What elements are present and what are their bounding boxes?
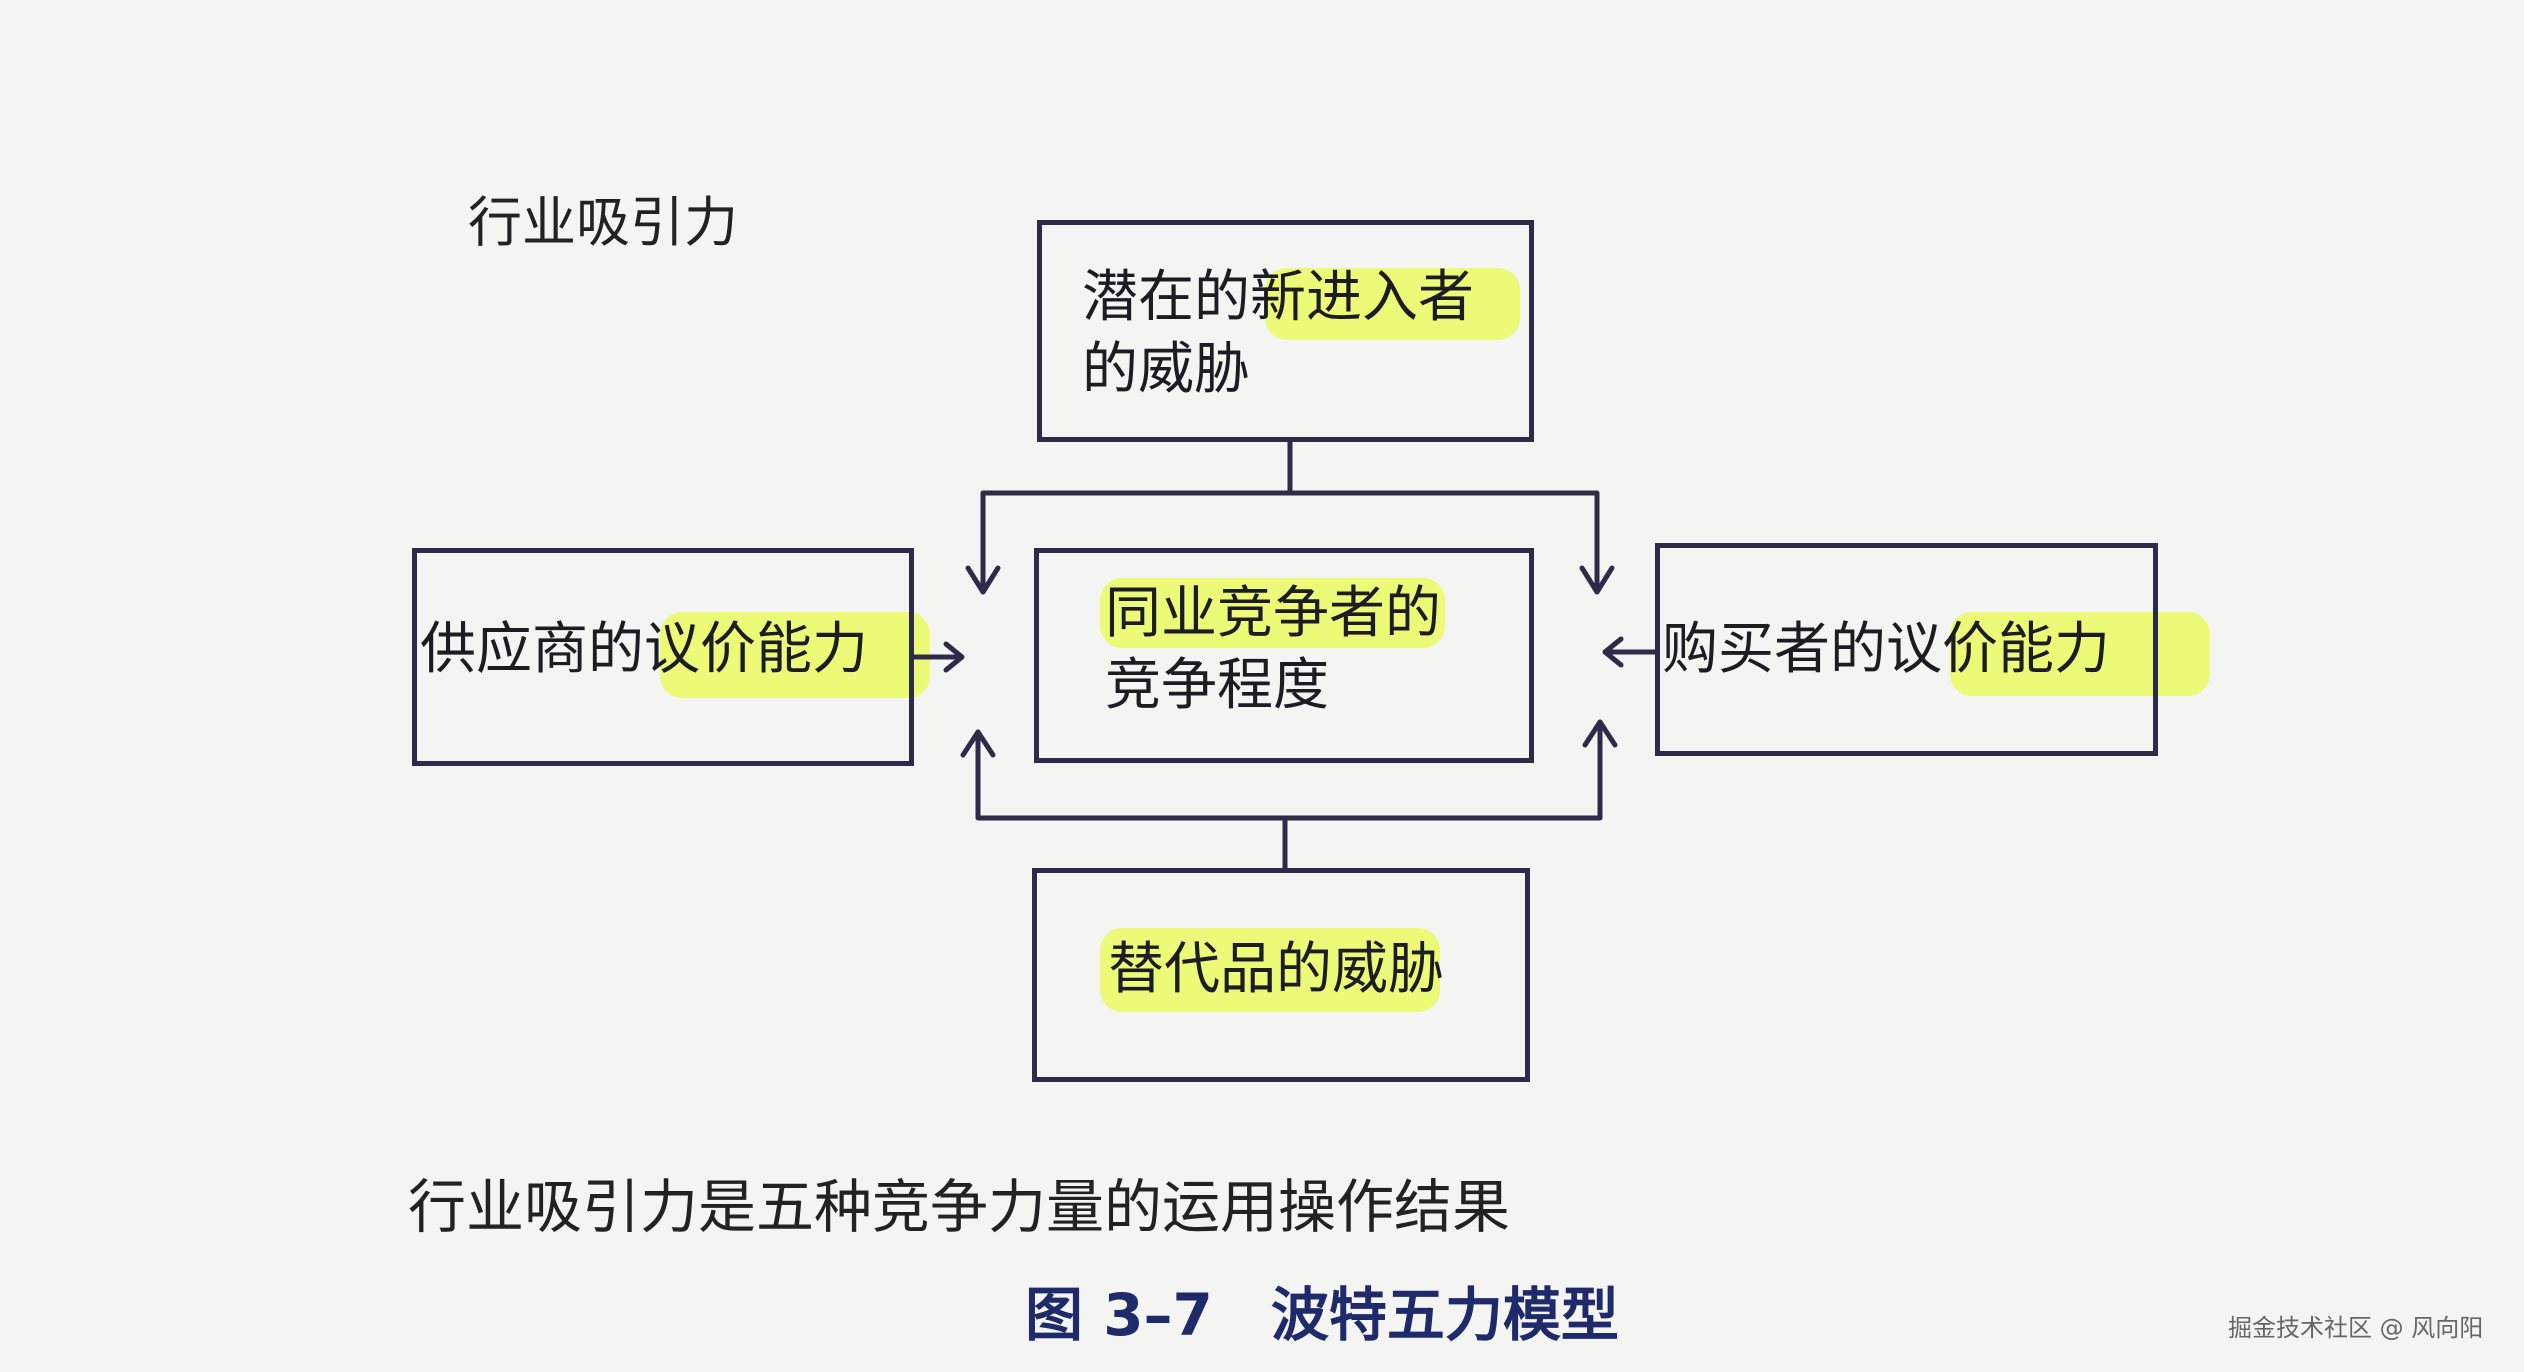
rivalry-box [1034, 548, 1534, 763]
new-entrants-label-line1: 潜在的新进入者 [1082, 265, 1474, 330]
highlight-buyers [1950, 612, 2210, 696]
rivalry-label-line1: 同业竞争者的 [1105, 581, 1441, 646]
suppliers-box [412, 548, 914, 766]
suppliers-label: 供应商的议价能力 [420, 617, 868, 682]
highlight-suppliers [660, 612, 930, 698]
top-right-arrowhead [1579, 565, 1615, 595]
diagram-note: 行业吸引力是五种竞争力量的运用操作结果 [408, 1173, 1511, 1241]
new-entrants-label-line2: 的威胁 [1082, 337, 1250, 402]
substitutes-box [1032, 868, 1530, 1082]
buyers-box [1655, 543, 2158, 756]
substitutes-label: 替代品的威胁 [1108, 937, 1444, 1002]
highlight-substitutes [1100, 928, 1440, 1012]
bottom-connector [975, 719, 1603, 871]
highlight-rivalry [1100, 578, 1445, 648]
buyer-arrow [1602, 636, 1658, 668]
new-entrants-box [1037, 220, 1534, 442]
top-connector [980, 437, 1600, 593]
bottom-right-arrowhead [1582, 719, 1618, 748]
supplier-arrow [909, 641, 965, 673]
rivalry-label-line2: 竞争程度 [1105, 653, 1329, 718]
bottom-left-arrowhead [960, 729, 996, 758]
figure-caption: 图 3–7 波特五力模型 [1025, 1281, 1619, 1349]
buyers-label: 购买者的议价能力 [1662, 617, 2110, 682]
top-left-arrowhead [965, 565, 1001, 595]
highlight-new-entrants [1265, 268, 1520, 340]
watermark: 掘金技术社区 @ 风向阳 [2228, 1314, 2484, 1342]
diagram-title: 行业吸引力 [468, 191, 738, 254]
